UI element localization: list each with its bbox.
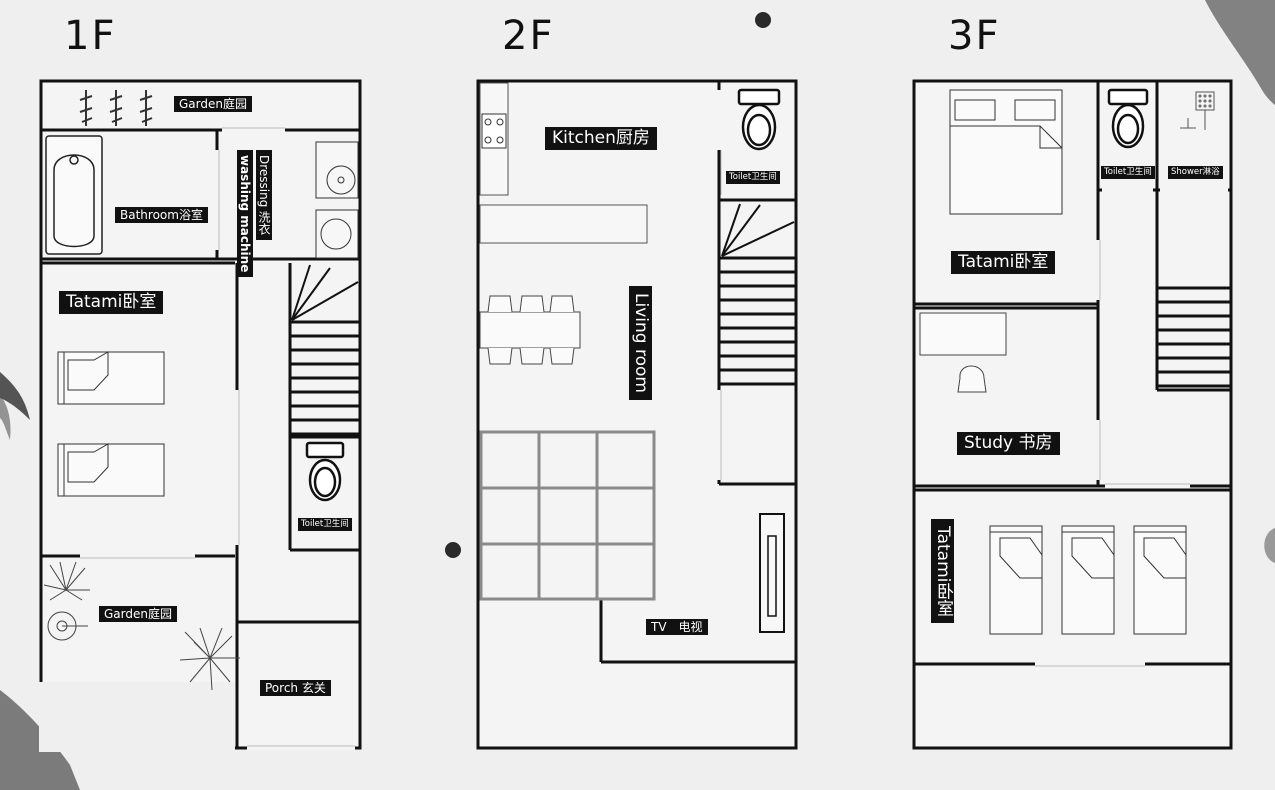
room-label-tatami-3f-top: Tatami卧室	[951, 251, 1056, 274]
room-label-garden-top: Garden庭园	[174, 96, 252, 112]
garden-plant-icon	[43, 561, 240, 691]
shower-icon	[1180, 91, 1215, 130]
room-label-tatami-1f: Tatami卧室	[59, 291, 164, 314]
room-label-dressing: Dressing 洗衣	[256, 150, 272, 241]
bathtub-icon	[45, 135, 103, 255]
room-label-bathroom: Bathroom浴室	[115, 207, 208, 223]
decorative-half-circle	[1264, 528, 1275, 563]
room-label-shower: Shower淋浴	[1168, 166, 1223, 179]
floor-3f-door-lines	[1035, 240, 1190, 667]
floor-1f-garden-opening	[39, 682, 235, 752]
toilet-icon	[1107, 88, 1149, 149]
floor-2f-walls	[476, 79, 798, 750]
study-desk-icon	[919, 312, 1007, 393]
ink-decoration-right	[1205, 0, 1275, 105]
room-label-toilet-3f: Toilet卫生间	[1101, 166, 1155, 179]
double-bed-icon	[949, 89, 1063, 215]
tv-unit-icon	[759, 513, 785, 633]
toilet-icon	[305, 441, 345, 502]
floor-1f-staircase	[290, 264, 360, 436]
room-label-living-room: Living room	[629, 286, 652, 400]
stove-icon	[481, 113, 507, 149]
bed-icon	[989, 525, 1187, 635]
room-label-porch: Porch 玄关	[260, 680, 331, 696]
bamboo-plant-icon	[79, 90, 153, 126]
kitchen-counter	[479, 82, 648, 244]
floor-title-1f: 1F	[64, 13, 117, 59]
floor-3f-staircase	[1157, 286, 1231, 388]
room-label-tatami-3f-bottom: Tatami卧室	[931, 519, 954, 624]
dining-table-icon	[479, 295, 581, 365]
garden-basin-icon	[47, 611, 88, 641]
floor-1f-door-lines	[80, 127, 355, 747]
room-label-tv: TV 电视	[646, 619, 708, 635]
tatami-mat-grid	[479, 430, 656, 601]
decorative-dot	[755, 12, 771, 28]
washing-machine-icon	[315, 141, 359, 259]
floor-title-3f: 3F	[948, 13, 1001, 59]
room-label-garden-bottom: Garden庭园	[99, 606, 177, 622]
floor-2f-staircase	[719, 203, 796, 386]
floor-1f-door-gaps	[80, 127, 355, 751]
decorative-dot	[445, 542, 461, 558]
floor-3f-door-gaps	[1035, 187, 1228, 667]
room-label-study: Study 书房	[957, 432, 1060, 455]
room-label-kitchen: Kitchen厨房	[545, 127, 657, 150]
bed-icon	[57, 351, 165, 497]
floor-title-2f: 2F	[502, 13, 555, 59]
toilet-icon	[737, 88, 781, 151]
room-label-washing: washing machine	[237, 150, 253, 278]
room-label-toilet-1f: Toilet卫生间	[298, 518, 352, 531]
room-label-toilet-2f: Toilet卫生间	[726, 171, 780, 184]
